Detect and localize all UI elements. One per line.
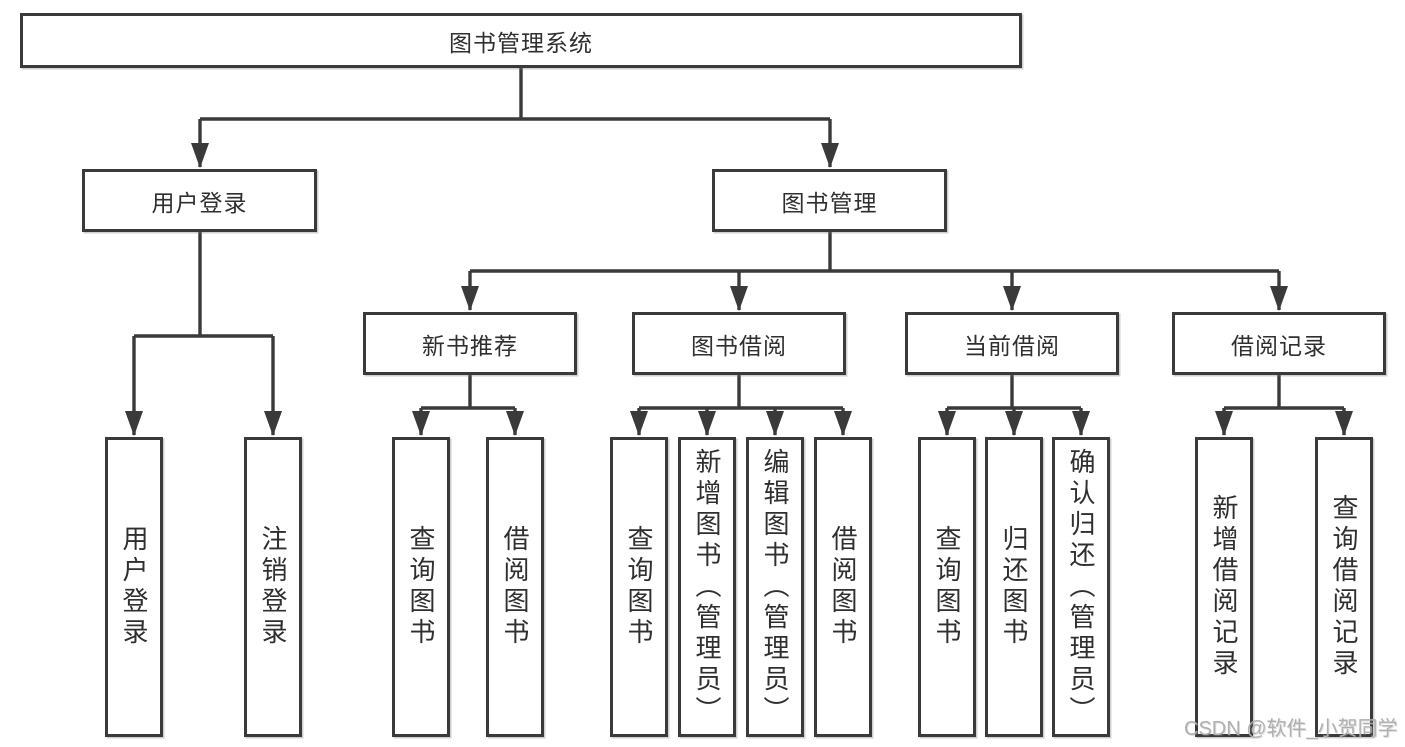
node-user-login: 用户登录: [82, 169, 317, 232]
node-leaf-logout: 注销登录: [244, 437, 302, 737]
node-leaf-borrow-book-2: 借阅图书: [814, 437, 872, 737]
node-leaf-borrow-book-1: 借阅图书: [486, 437, 544, 737]
node-leaf-return-book: 归还图书: [985, 437, 1043, 737]
connector-book-borrow-to-leaves: [630, 375, 852, 436]
node-leaf-user-login: 用户登录: [105, 437, 163, 737]
node-leaf-query-borrow-record: 查询借阅记录: [1315, 437, 1373, 737]
connector-book-manage-to-level3: [461, 232, 1288, 311]
node-new-book-recommend: 新书推荐: [363, 312, 577, 375]
node-book-borrow: 图书借阅: [632, 312, 846, 375]
node-leaf-confirm-return-admin: 确认归还（管理员）: [1052, 437, 1110, 737]
node-root: 图书管理系统: [20, 13, 1022, 68]
node-leaf-query-book-2: 查询图书: [610, 437, 668, 737]
connector-user-login-to-leaves: [125, 232, 282, 436]
node-leaf-edit-book-admin: 编辑图书（管理员）: [746, 437, 804, 737]
node-leaf-add-borrow-record: 新增借阅记录: [1195, 437, 1253, 737]
node-book-manage: 图书管理: [712, 169, 947, 232]
connector-current-borrow-to-leaves: [938, 375, 1090, 436]
node-borrow-record: 借阅记录: [1172, 312, 1386, 375]
node-leaf-add-book-admin: 新增图书（管理员）: [678, 437, 736, 737]
node-leaf-query-book-1: 查询图书: [392, 437, 450, 737]
csdn-watermark: CSDN @软件_小贺同学: [1184, 718, 1398, 740]
connector-borrow-record-to-leaves: [1215, 375, 1353, 436]
connector-root-to-level2: [191, 68, 839, 168]
node-current-borrow: 当前借阅: [905, 312, 1119, 375]
connector-new-book-rec-to-leaves: [412, 375, 524, 436]
node-leaf-query-book-3: 查询图书: [918, 437, 976, 737]
